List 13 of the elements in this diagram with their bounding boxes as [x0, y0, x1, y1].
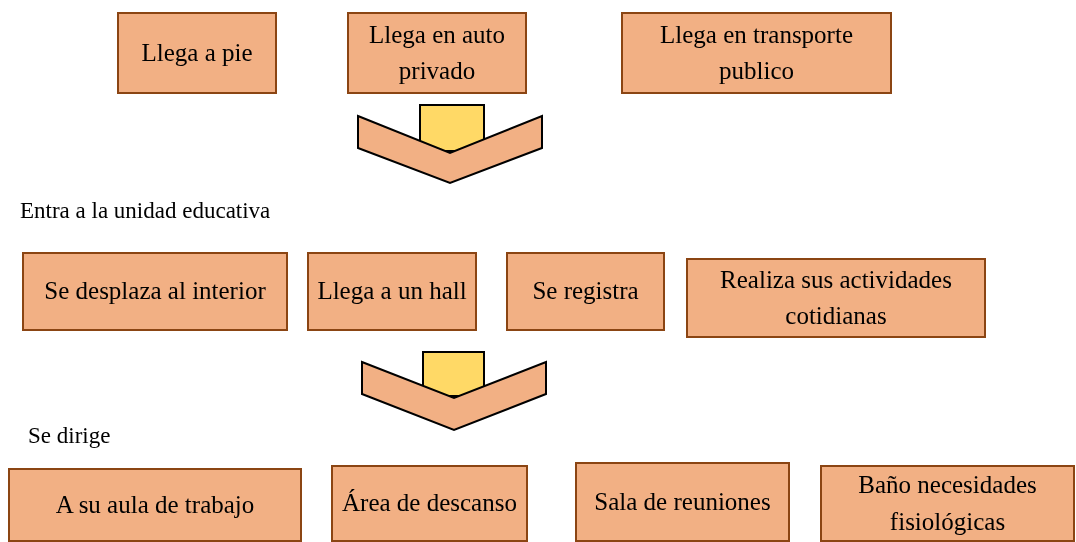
process-box: Se desplaza al interior — [22, 252, 288, 331]
process-box: Llega en auto privado — [347, 12, 527, 94]
process-box: Realiza sus actividades cotidianas — [686, 258, 986, 338]
process-box: Sala de reuniones — [575, 462, 790, 542]
process-box: Baño necesidades fisiológicas — [820, 465, 1075, 542]
step-label: Entra a la unidad educativa — [20, 198, 271, 224]
process-box: Se registra — [506, 252, 665, 331]
process-box: A su aula de trabajo — [8, 468, 302, 542]
process-box: Llega a un hall — [307, 252, 477, 331]
process-box: Área de descanso — [331, 465, 528, 542]
process-box: Llega en transporte publico — [621, 12, 892, 94]
process-box: Llega a pie — [117, 12, 277, 94]
step-label: Se dirige — [28, 423, 111, 449]
